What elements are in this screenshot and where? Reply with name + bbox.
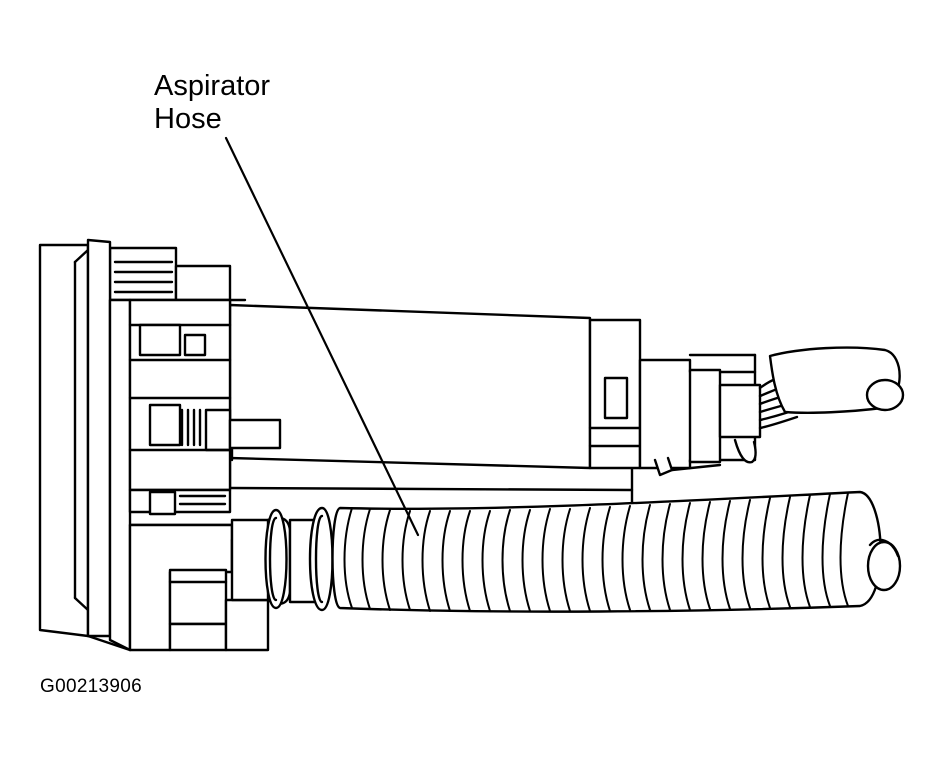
wire-connector: [638, 353, 762, 477]
clamp-ring-2: [288, 506, 334, 612]
intermediate-blocks: [128, 298, 282, 527]
aspirator-hose: [331, 490, 902, 613]
wire-sleeve: [768, 346, 905, 414]
top-terminal-blocks: [108, 246, 247, 307]
aspirator-hose-label: Aspirator Hose: [154, 70, 270, 136]
callout-line-2: Hose: [154, 103, 222, 135]
mounting-flange: [38, 238, 132, 652]
callout-leader-line: [224, 136, 420, 537]
figure-id: G00213906: [40, 676, 143, 697]
callout-line-1: Aspirator: [154, 70, 271, 102]
motor-housing: [228, 303, 634, 510]
clamp-ring-1: [264, 508, 288, 610]
end-cap: [588, 318, 642, 470]
lower-blocks: [128, 523, 270, 652]
